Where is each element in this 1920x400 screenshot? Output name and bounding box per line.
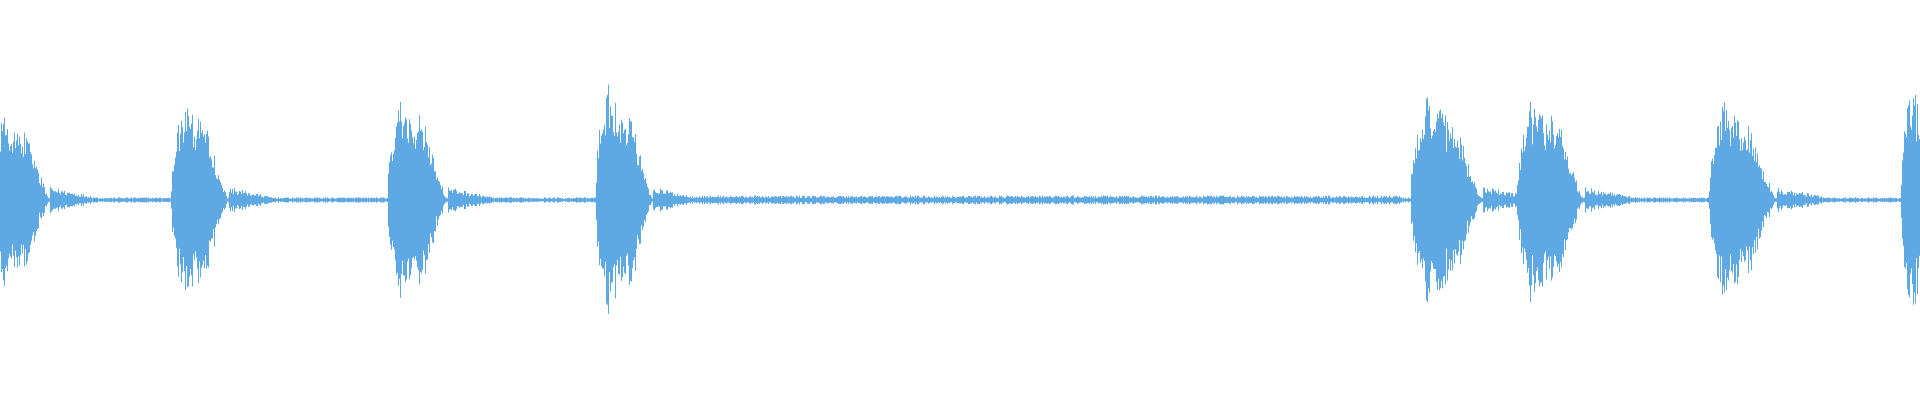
waveform-trace [0,84,1920,314]
